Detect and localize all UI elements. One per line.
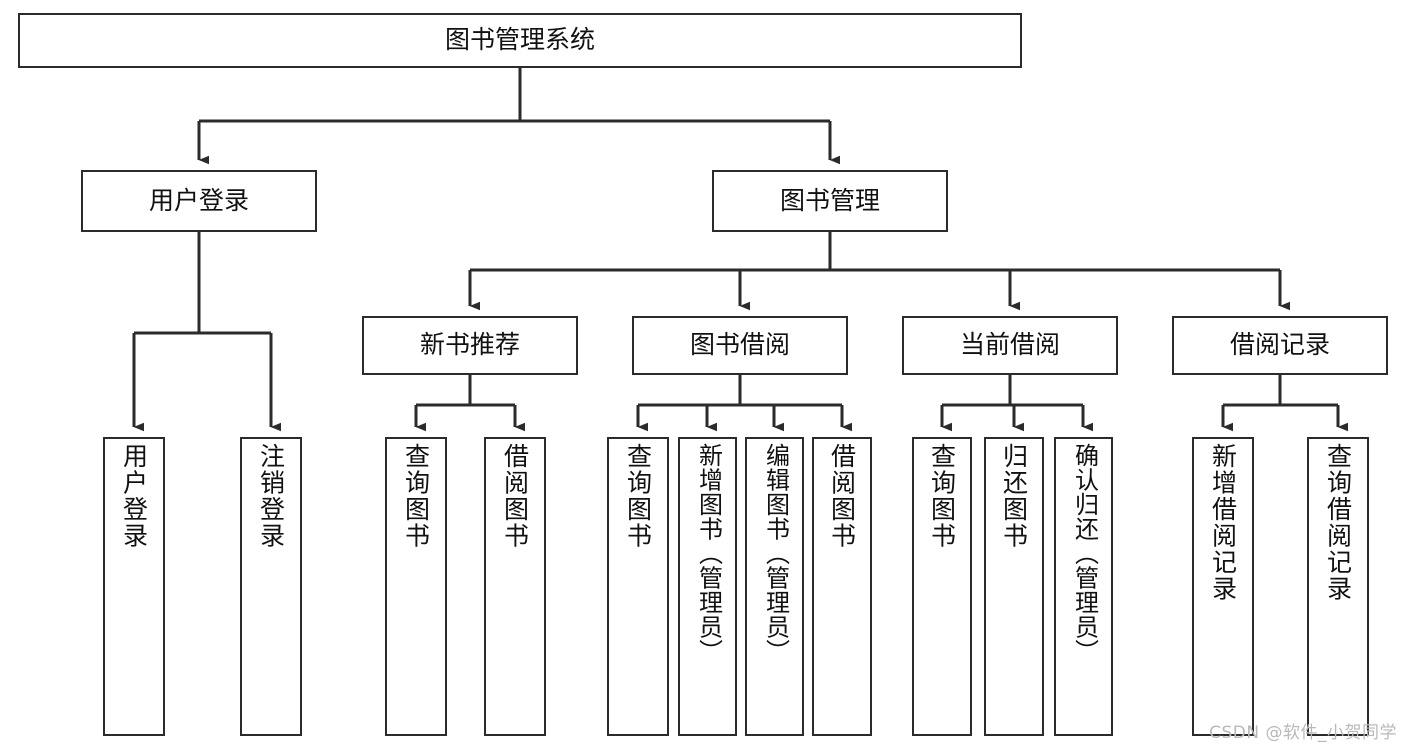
leaf-borrow-book-rec-label: 借阅图书	[500, 443, 530, 549]
leaf-query-book-rec-label: 查询图书	[401, 443, 431, 549]
leaf-add-book-label: 新增图书（管理员）	[694, 443, 723, 664]
node-book-manage[interactable]: 图书管理	[712, 170, 948, 232]
leaf-query-record[interactable]: 查询借阅记录	[1307, 437, 1369, 736]
node-book-borrow[interactable]: 图书借阅	[632, 316, 848, 375]
leaf-query-record-label: 查询借阅记录	[1323, 443, 1353, 602]
leaf-query-book-current-label: 查询图书	[927, 443, 957, 549]
leaf-add-book[interactable]: 新增图书（管理员）	[678, 437, 737, 736]
node-current-borrow-label: 当前借阅	[959, 330, 1060, 360]
leaf-user-login[interactable]: 用户登录	[103, 437, 165, 736]
leaf-confirm-return[interactable]: 确认归还（管理员）	[1054, 437, 1113, 736]
leaf-user-logout[interactable]: 注销登录	[240, 437, 302, 736]
leaf-return-book-label: 归还图书	[999, 443, 1029, 549]
watermark: CSDN @软件_小贺同学	[1209, 723, 1397, 743]
node-borrow-record-label: 借阅记录	[1229, 330, 1330, 360]
node-borrow-record[interactable]: 借阅记录	[1172, 316, 1388, 375]
leaf-confirm-return-label: 确认归还（管理员）	[1070, 443, 1099, 664]
node-new-book-rec-label: 新书推荐	[419, 330, 520, 360]
leaf-borrow-book-label: 借阅图书	[827, 443, 857, 549]
node-book-borrow-label: 图书借阅	[689, 330, 790, 360]
leaf-add-record[interactable]: 新增借阅记录	[1192, 437, 1254, 736]
node-user-login[interactable]: 用户登录	[81, 170, 317, 232]
node-root[interactable]: 图书管理系统	[18, 13, 1022, 68]
leaf-query-book-current[interactable]: 查询图书	[912, 437, 972, 736]
leaf-user-login-label: 用户登录	[119, 443, 149, 549]
leaf-edit-book-label: 编辑图书（管理员）	[761, 443, 790, 664]
leaf-query-book-borrow[interactable]: 查询图书	[607, 437, 669, 736]
leaf-borrow-book[interactable]: 借阅图书	[812, 437, 872, 736]
node-root-label: 图书管理系统	[444, 25, 595, 55]
leaf-query-book-rec[interactable]: 查询图书	[385, 437, 447, 736]
leaf-query-book-borrow-label: 查询图书	[623, 443, 653, 549]
leaf-borrow-book-rec[interactable]: 借阅图书	[484, 437, 546, 736]
node-user-login-label: 用户登录	[148, 185, 249, 215]
leaf-return-book[interactable]: 归还图书	[984, 437, 1044, 736]
leaf-add-record-label: 新增借阅记录	[1208, 443, 1238, 602]
node-new-book-rec[interactable]: 新书推荐	[362, 316, 578, 375]
node-book-manage-label: 图书管理	[779, 185, 880, 215]
leaf-user-logout-label: 注销登录	[256, 443, 286, 549]
node-current-borrow[interactable]: 当前借阅	[902, 316, 1118, 375]
leaf-edit-book[interactable]: 编辑图书（管理员）	[745, 437, 804, 736]
